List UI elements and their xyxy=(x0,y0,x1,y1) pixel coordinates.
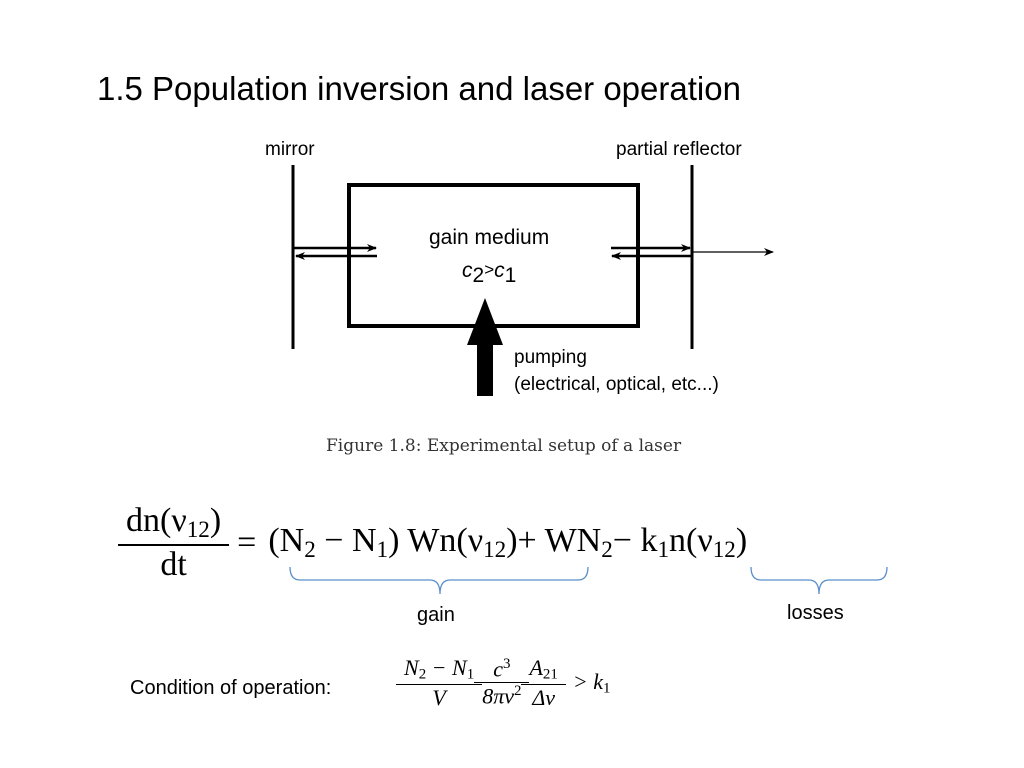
figure-caption: Figure 1.8: Experimental setup of a lase… xyxy=(326,436,682,456)
pumping-label: pumping xyxy=(514,347,587,368)
pumping-arrow xyxy=(467,298,503,396)
stimulated-term: + WN2 xyxy=(517,522,613,563)
loss-term: − k1n(ν12) xyxy=(612,522,748,563)
condition-label: Condition of operation: xyxy=(130,677,332,699)
losses-brace xyxy=(750,566,888,595)
population-condition: c2>c1 xyxy=(462,259,516,287)
gain-label: gain xyxy=(417,604,455,626)
rate-equation: dn(ν12) dt = (N2 − N1) Wn(ν12) + WN2 − k… xyxy=(118,500,748,586)
gain-medium-label: gain medium xyxy=(429,226,549,249)
slide-title: 1.5 Population inversion and laser opera… xyxy=(97,70,741,107)
losses-label: losses xyxy=(787,602,844,624)
gain-brace xyxy=(289,566,589,595)
gain-medium-box xyxy=(347,183,640,328)
pumping-detail: (electrical, optical, etc...) xyxy=(514,374,719,395)
gain-term: (N2 − N1) Wn(ν12) xyxy=(268,522,518,563)
mirror-label: mirror xyxy=(265,139,315,160)
lhs-derivative: dn(ν12) dt xyxy=(118,502,230,584)
partial-reflector-label: partial reflector xyxy=(616,139,742,160)
